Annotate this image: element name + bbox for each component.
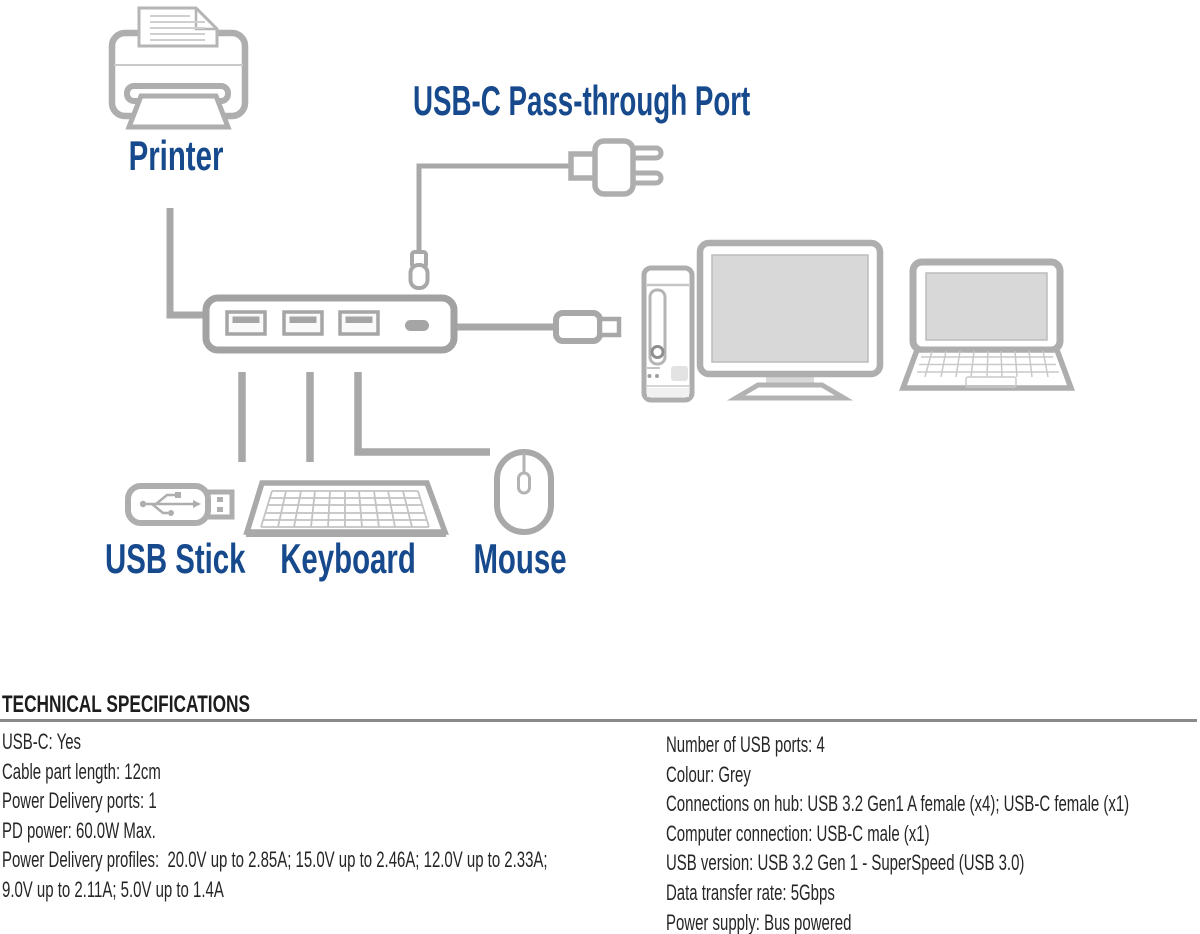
- spec-line: Power Delivery profiles: 20.0V up to 2.8…: [2, 847, 548, 873]
- usb-stick-icon: [125, 483, 235, 526]
- spec-line: PD power: 60.0W Max.: [2, 817, 156, 843]
- keyboard-label: Keyboard: [280, 535, 416, 582]
- spec-line: Connections on hub: USB 3.2 Gen1 A femal…: [666, 791, 1130, 817]
- spec-line: USB-C: Yes: [2, 729, 81, 754]
- spec-line: Cable part length: 12cm: [2, 758, 161, 784]
- spec-line: Colour: Grey: [666, 761, 751, 787]
- adapter-cable: [416, 163, 574, 251]
- power-adapter-icon: [568, 138, 664, 197]
- keyboard-icon: [243, 480, 449, 537]
- printer-cable: [166, 208, 206, 319]
- usb-a-port-3: [338, 310, 380, 336]
- spec-line: Power Delivery ports: 1: [2, 788, 157, 814]
- spec-line: 9.0V up to 2.11A; 5.0V up to 1.4A: [2, 876, 224, 902]
- spec-line: Computer connection: USB-C male (x1): [666, 820, 930, 846]
- usb-c-cable-connector-icon: [553, 310, 622, 344]
- specs-right-column: Number of USB ports: 4 Colour: Grey Conn…: [666, 730, 1200, 934]
- spec-line: Number of USB ports: 4: [666, 732, 825, 757]
- keyboard-keys: [260, 490, 430, 528]
- printer-label: Printer: [128, 132, 224, 179]
- monitor-icon: [696, 239, 884, 401]
- usb-a-port-2: [282, 310, 324, 336]
- specs-divider: [0, 719, 1197, 722]
- laptop-icon: [899, 258, 1075, 391]
- connectivity-diagram: [108, 6, 1075, 537]
- specs-left-column: USB-C: Yes Cable part length: 12cm Power…: [2, 727, 804, 905]
- specs-heading: TECHNICAL SPECIFICATIONS: [2, 691, 251, 718]
- mouse-label: Mouse: [473, 535, 567, 582]
- printer-icon: [108, 6, 249, 130]
- usb-c-connector-icon: [408, 250, 430, 290]
- desktop-tower-icon: [641, 265, 695, 403]
- usb-a-port-1: [225, 310, 267, 336]
- passthrough-port-label: USB-C Pass-through Port: [413, 77, 751, 124]
- mouse-icon: [494, 449, 554, 535]
- mouse-cable: [354, 372, 490, 456]
- hub-icon: [202, 294, 458, 354]
- spec-line: Power supply: Bus powered: [666, 909, 852, 934]
- laptop-keys: [917, 350, 1059, 388]
- spec-line: Data transfer rate: 5Gbps: [666, 879, 835, 905]
- usb-trident-icon: [139, 492, 201, 516]
- usb-c-port: [405, 320, 429, 331]
- spec-line: USB version: USB 3.2 Gen 1 - SuperSpeed …: [666, 850, 1025, 876]
- usb-stick-label: USB Stick: [105, 535, 246, 582]
